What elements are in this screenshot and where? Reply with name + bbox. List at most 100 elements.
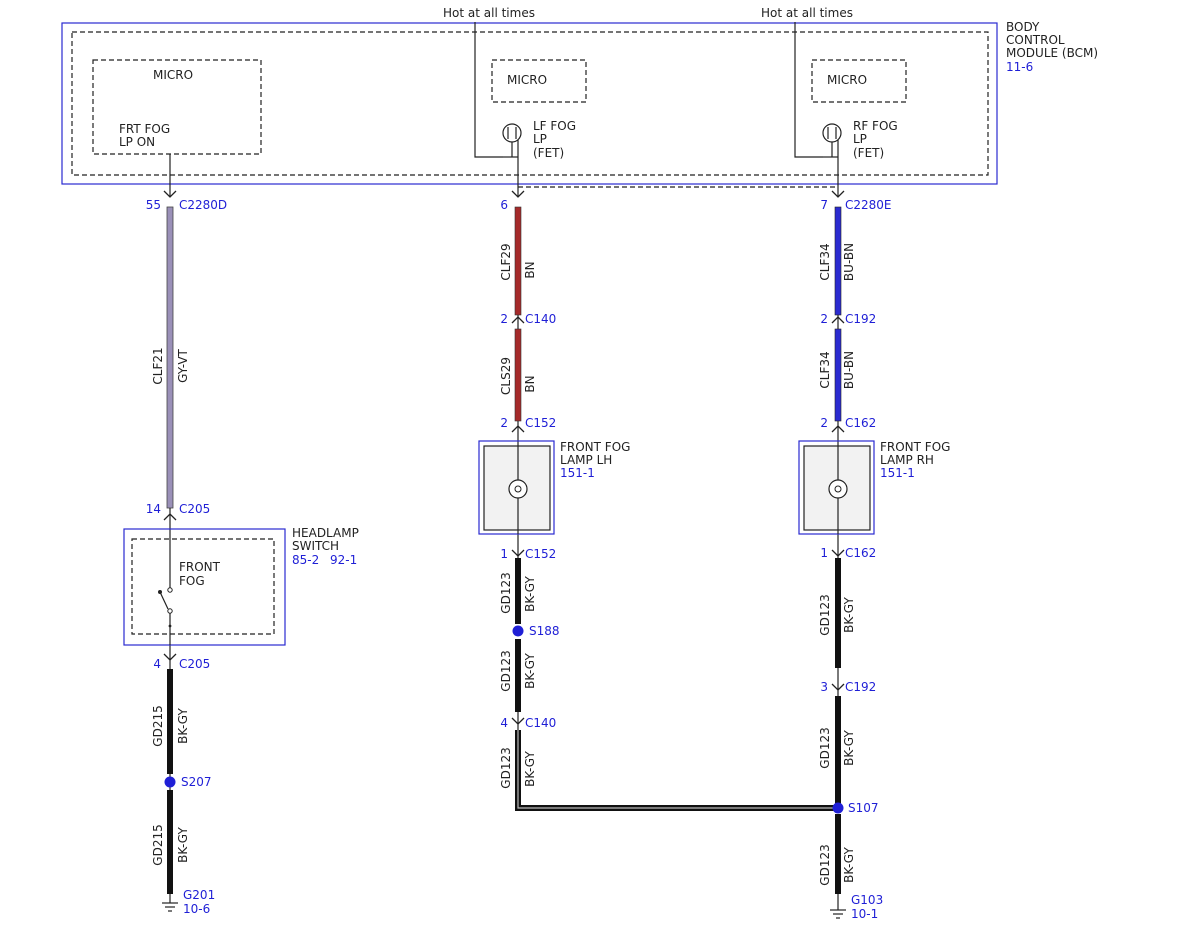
headlamp-switch [123,528,286,646]
wire-clf34-b-id: CLF34 [818,351,832,388]
bcm-title-2: CONTROL [1006,33,1065,47]
lf-fog-label-2: LP [533,132,547,146]
bcm-title-1: BODY [1006,20,1040,34]
wire-gd123-b [515,639,521,712]
c162-bot-label: C162 [845,546,876,560]
lf-fet-circuit [474,22,522,196]
wire-cls29-color: BN [523,375,537,392]
rf-fog-label-3: (FET) [853,146,884,160]
c205-bot-pin: 4 [153,657,161,671]
rf-fet-circuit [794,22,842,196]
wire-gd123-e [835,696,841,804]
c205-top-label: C205 [179,502,210,516]
wire-gd215-b-id: GD215 [151,824,165,865]
c162-top-pin: 2 [820,416,828,430]
c162-top-label: C162 [845,416,876,430]
wire-clf21 [166,206,174,509]
wire-clf34-a [834,206,842,316]
headlamp-switch-ref-2: 92-1 [330,553,357,567]
wire-gd123-f-color: BK-GY [842,847,856,883]
c2280d-label: C2280D [179,198,227,212]
wire-gd123-e-color: BK-GY [842,730,856,766]
wire-gd215-a-id: GD215 [151,705,165,746]
ground-symbol-g103 [830,894,846,919]
c192-top-label: C192 [845,312,876,326]
splice-s188 [512,625,524,637]
wire-clf29 [514,206,522,316]
g201-label: G201 [183,888,215,902]
c152-top-label: C152 [525,416,556,430]
wire-gd123-b-color: BK-GY [523,653,537,689]
wire-gd123-a-color: BK-GY [523,576,537,612]
wire-gd123-e-id: GD123 [818,727,832,768]
fog-lamp-rh-ref: 151-1 [880,466,915,480]
c162-bot-pin: 1 [820,546,828,560]
lf-fog-label-1: LF FOG [533,119,576,133]
micro-label-3: MICRO [827,73,867,87]
s107-label: S107 [848,801,879,815]
wire-gd123-f [835,814,841,894]
g103-label: G103 [851,893,883,907]
headlamp-switch-title-1: HEADLAMP [292,526,359,540]
s207-label: S207 [181,775,212,789]
splice-s207 [164,776,176,788]
wire-clf34-a-id: CLF34 [818,243,832,280]
micro-label-2: MICRO [507,73,547,87]
c140-top-pin: 2 [500,312,508,326]
c140-top-label: C140 [525,312,556,326]
wire-clf21-id: CLF21 [151,347,165,384]
headlamp-switch-title-2: SWITCH [292,539,339,553]
fog-lamp-rh-title-1: FRONT FOG [880,440,950,454]
rf-fog-label-2: LP [853,132,867,146]
wire-gd215-a [167,669,173,774]
splice-s107 [832,802,844,814]
wire-gd215-b-color: BK-GY [176,827,190,863]
wire-gd123-c [515,730,838,811]
g201-ref: 10-6 [183,902,210,916]
wire-gd123-b-id: GD123 [499,650,513,691]
c205-top-pin: 14 [146,502,161,516]
wire-gd215-b [167,790,173,894]
fog-lamp-lh-ref: 151-1 [560,466,595,480]
wire-gd123-d [835,558,841,668]
micro-label-1: MICRO [153,68,193,82]
c2280e-label: C2280E [845,198,892,212]
c140-bot-label: C140 [525,716,556,730]
ground-symbol-g201 [162,894,178,912]
wire-gd123-a-id: GD123 [499,572,513,613]
switch-inner-1: FRONT [179,560,221,574]
wire-gd123-f-id: GD123 [818,844,832,885]
bcm-title-3: MODULE (BCM) [1006,46,1098,60]
fog-lamp-lh-title-2: LAMP LH [560,453,612,467]
c2280e-pin: 7 [820,198,828,212]
wire-clf34-b [834,328,842,422]
c140-bot-pin: 4 [500,716,508,730]
wire-cls29 [514,328,522,422]
c152-bot-pin: 1 [500,547,508,561]
wire-gd123-d-color: BK-GY [842,597,856,633]
wire-gd123-d-id: GD123 [818,594,832,635]
c192-bot-label: C192 [845,680,876,694]
s188-label: S188 [529,624,560,638]
headlamp-switch-ref-1: 85-2 [292,553,319,567]
body-control-module [61,22,998,188]
lf-fog-label-3: (FET) [533,146,564,160]
thin-links [169,315,839,530]
frt-fog-label-1: FRT FOG [119,122,170,136]
rf-fog-label-1: RF FOG [853,119,898,133]
c152-bot-label: C152 [525,547,556,561]
c192-bot-pin: 3 [820,680,828,694]
wire-clf29-color: BN [523,261,537,278]
wire-cls29-id: CLS29 [499,357,513,395]
front-fog-lamp-lh [478,440,555,535]
c205-bot-label: C205 [179,657,210,671]
g103-ref: 10-1 [851,907,878,921]
wire-clf21-color: GY-VT [176,348,190,382]
bcm-ref: 11-6 [1006,60,1033,74]
c192-top-pin: 2 [820,312,828,326]
wire-clf34-a-color: BU-BN [842,243,856,281]
wire-gd123-a [515,558,521,624]
fog-lamp-rh-title-2: LAMP RH [880,453,934,467]
wire-gd123-c-id: GD123 [499,747,513,788]
